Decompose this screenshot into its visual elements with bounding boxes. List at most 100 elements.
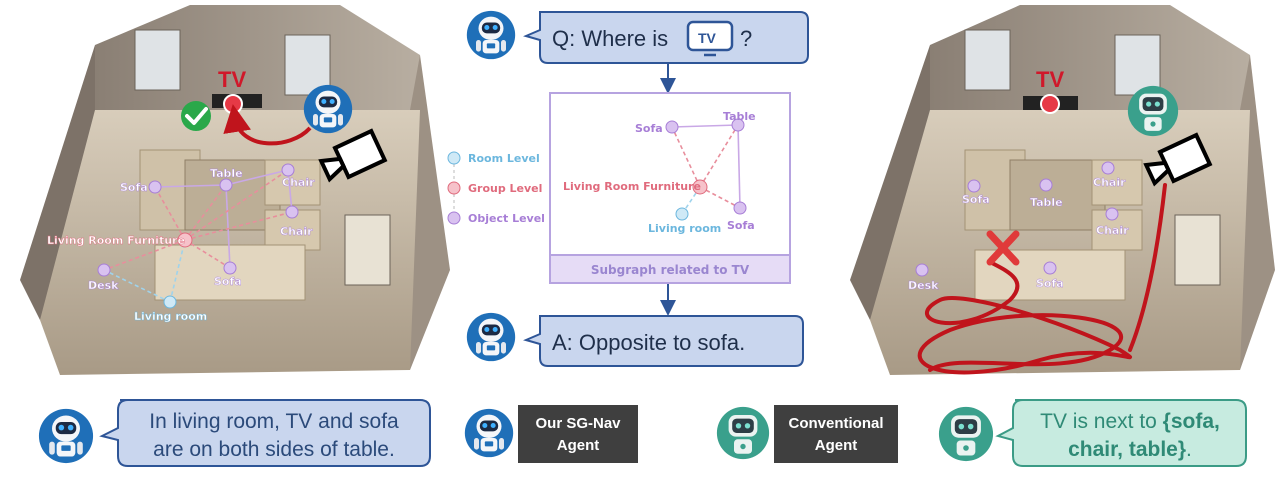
checkmark-icon xyxy=(181,101,211,131)
legend-group: Group Level xyxy=(468,182,542,195)
legend-group-dot xyxy=(447,181,461,195)
question-suffix: ? xyxy=(740,26,752,51)
sg-label-sofa: Sofa xyxy=(635,122,663,135)
right-bottom-bubble xyxy=(995,399,1247,467)
our-agent-icon xyxy=(464,408,514,458)
question-agent-icon xyxy=(466,10,516,60)
x-mark-icon xyxy=(986,230,1020,266)
r-label-sofa: Sofa xyxy=(962,193,990,206)
r-node-chair-top xyxy=(1101,161,1115,175)
label-table: Table xyxy=(210,167,243,180)
label-sofa-bottom: Sofa xyxy=(214,275,242,288)
label-desk: Desk xyxy=(88,279,119,292)
question-bubble xyxy=(523,11,809,64)
sg-label-room: Living room xyxy=(648,222,721,235)
node-desk xyxy=(97,263,111,277)
left-scene: Sofa Table Chair Chair Sofa Desk Living … xyxy=(20,5,450,375)
node-sofa xyxy=(148,180,162,194)
r-node-sofa xyxy=(967,179,981,193)
conventional-tag-line1: Conventional xyxy=(788,415,883,432)
floor xyxy=(40,110,420,375)
legend-room-dot xyxy=(447,151,461,165)
right-bubble-line2: chair, table}. xyxy=(1068,438,1192,461)
right-bubble-line1-bold: {sofa, xyxy=(1163,410,1220,433)
window-left xyxy=(134,29,181,91)
r-tv-marker-icon xyxy=(1040,94,1060,114)
right-bubble-line2-bold: chair, table} xyxy=(1068,438,1186,461)
conventional-tag-line2: Agent xyxy=(815,437,858,454)
r-node-chair-bottom xyxy=(1105,207,1119,221)
node-room xyxy=(163,295,177,309)
node-group xyxy=(177,232,193,248)
left-scene-graph-edges xyxy=(103,169,293,303)
right-bubble-line2-plain: . xyxy=(1186,438,1192,461)
r-label-table: Table xyxy=(1030,196,1063,209)
r-label-chair-top: Chair xyxy=(1093,176,1126,189)
table-furniture-right xyxy=(1009,159,1106,231)
label-group: Living Room Furniture xyxy=(47,234,185,247)
node-sofa-bottom xyxy=(223,261,237,275)
node-table xyxy=(219,178,233,192)
label-room: Living room xyxy=(134,310,207,323)
legend: Room Level Group Level Object Level xyxy=(447,151,545,225)
right-scene: Sofa Table Chair Chair Desk Sofa TV xyxy=(850,5,1275,375)
sofa-bottom-furniture-right xyxy=(974,249,1126,301)
r-node-table xyxy=(1039,178,1053,192)
subgraph-caption-bar xyxy=(549,254,791,284)
our-agent-tag-line1: Our SG-Nav xyxy=(535,415,621,432)
answer-agent-icon xyxy=(466,312,516,362)
bottom-right-agent-icon xyxy=(938,406,994,462)
bottom-row: In living room, TV and sofa are on both … xyxy=(38,399,1247,467)
left-bottom-bubble xyxy=(99,399,431,467)
left-wall xyxy=(20,45,95,320)
navigation-path xyxy=(223,104,312,146)
conventional-agent-icon xyxy=(716,406,770,460)
left-bubble-line2: are on both sides of table. xyxy=(153,438,395,461)
camera-icon-right xyxy=(1143,132,1213,187)
left-bubble-line1: In living room, TV and sofa xyxy=(149,410,399,433)
label-chair-bottom: Chair xyxy=(280,225,313,238)
answer-bubble xyxy=(523,315,804,367)
sg-node-group xyxy=(692,179,708,195)
table-furniture xyxy=(184,159,281,231)
r-label-desk: Desk xyxy=(908,279,939,292)
tv-icon: TV xyxy=(686,20,734,57)
our-agent-tag xyxy=(518,405,638,463)
our-agent-tag-line2: Agent xyxy=(557,437,600,454)
left-wall-right xyxy=(850,45,930,320)
legend-object: Object Level xyxy=(468,212,545,225)
wall-painting-right xyxy=(1174,214,1221,286)
tv-icon-text: TV xyxy=(698,30,717,46)
robot-agent-icon xyxy=(303,84,353,134)
chair-furniture-top-right xyxy=(1091,159,1143,206)
right-wall xyxy=(410,55,450,370)
r-node-sofa-bottom xyxy=(1043,261,1057,275)
bottom-left-agent-icon xyxy=(38,408,94,464)
camera-icon xyxy=(318,128,388,183)
wall-painting xyxy=(344,214,391,286)
legend-object-dot xyxy=(447,211,461,225)
legend-room: Room Level xyxy=(468,152,540,165)
question-prefix: Q: Where is xyxy=(552,26,668,51)
label-chair-top: Chair xyxy=(282,176,315,189)
window-right xyxy=(284,34,331,96)
tv-marker-icon xyxy=(223,94,243,114)
right-bubble-line1-plain: TV is next to xyxy=(1040,410,1163,433)
tv-label: TV xyxy=(218,67,246,92)
wandering-path xyxy=(917,183,1167,375)
node-chair-bottom xyxy=(285,205,299,219)
window-left-right xyxy=(964,29,1011,91)
window-right-right xyxy=(1114,34,1161,96)
r-label-chair-bottom: Chair xyxy=(1096,224,1129,237)
node-chair-top xyxy=(281,163,295,177)
sg-label-sofa2: Sofa xyxy=(727,219,755,232)
right-bubble-line1: TV is next to {sofa, xyxy=(1040,410,1220,433)
conventional-robot-icon xyxy=(1127,85,1179,137)
answer-text: A: Opposite to sofa. xyxy=(552,330,745,355)
sg-label-group: Living Room Furniture xyxy=(563,180,701,193)
sg-label-table: Table xyxy=(723,110,756,123)
label-sofa: Sofa xyxy=(120,181,148,194)
r-label-sofa-bottom: Sofa xyxy=(1036,277,1064,290)
sg-node-table xyxy=(731,118,745,132)
